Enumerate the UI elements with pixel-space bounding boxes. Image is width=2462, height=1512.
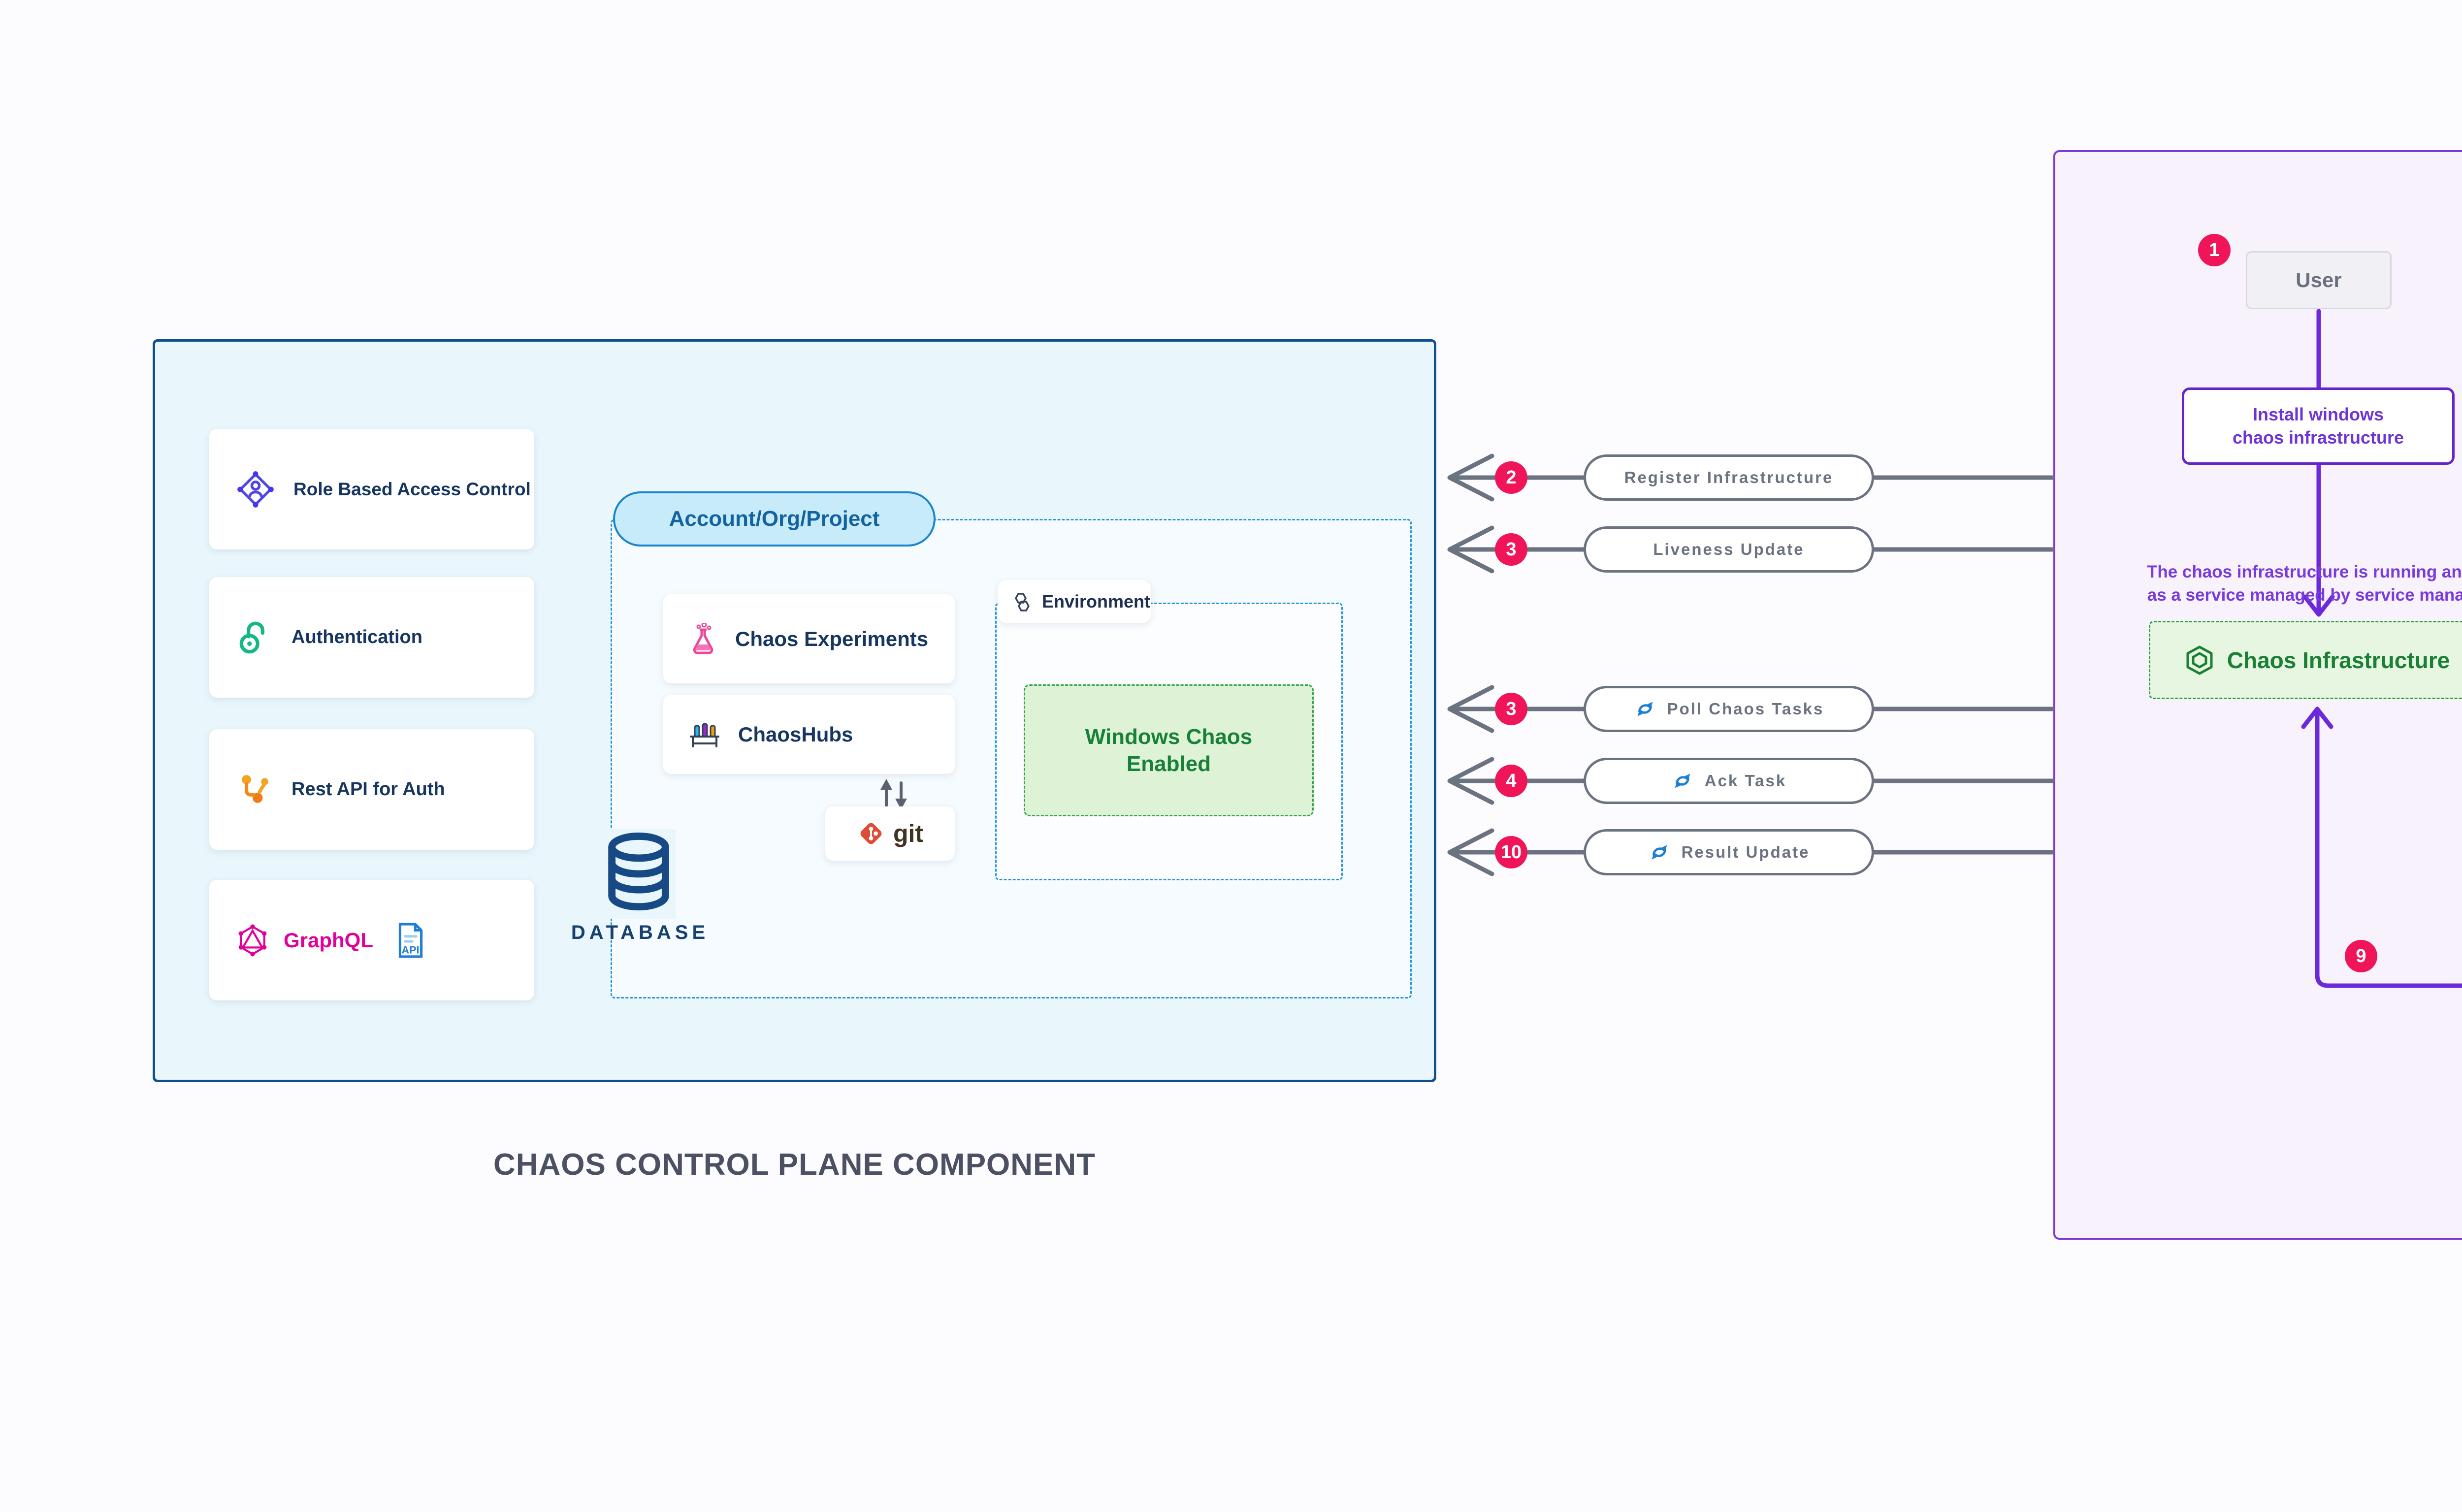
note-line: The chaos infrastructure is running and … [2146,562,2462,581]
step-badge-3b: 3 [1495,693,1527,725]
rbac-icon [236,470,275,509]
install-infra-box: Install windows chaos infrastructure [2182,387,2455,465]
environment-tab: Environment [998,580,1151,623]
step-badge-9: 9 [2345,940,2377,972]
step-badge-number: 10 [1500,841,1522,863]
chaoshubs-rack-icon [688,720,721,749]
rest-api-icon [236,772,273,808]
graphql-icon [236,924,269,957]
flow-label: Result Update [1681,843,1810,861]
step-badge-number: 3 [1506,698,1517,719]
rbac-label: Role Based Access Control [293,479,531,499]
git-icon [857,819,885,848]
git-label: git [893,820,924,847]
windows-chaos-line1: Windows Chaos [1085,725,1253,749]
control-plane-title: CHAOS CONTROL PLANE COMPONENT [493,1148,1096,1182]
flow-pill-register-infrastructure: Register Infrastructure [1584,454,1874,501]
step-badge-2: 2 [1495,461,1527,494]
flow-pill-poll-chaos-tasks: Poll Chaos Tasks [1584,686,1874,732]
step-badge-4: 4 [1495,765,1527,797]
flow-label: Liveness Update [1653,540,1805,558]
chaos-experiments-card: Chaos Experiments [663,594,955,683]
sync-icon [1671,770,1694,792]
windows-chaos-line2: Enabled [1126,752,1211,776]
step-badge-number: 4 [1506,770,1517,791]
auth-lock-icon [236,619,273,656]
flow-pill-ack-task: Ack Task [1584,758,1874,804]
step-badge-1: 1 [2198,234,2231,266]
api-doc-icon: API [395,922,425,959]
account-org-project-pill: Account/Org/Project [613,491,936,547]
rest-api-card: Rest API for Auth [209,729,534,850]
authentication-card: Authentication [209,577,534,698]
chaoshubs-label: ChaosHubs [738,722,853,746]
user-label: User [2296,268,2342,291]
chaos-flask-icon [688,622,718,655]
windows-chaos-enabled-box: Windows Chaos Enabled [1024,684,1314,816]
install-line: chaos infrastructure [2232,427,2404,448]
sync-icon [1634,698,1656,720]
flow-label: Ack Task [1704,772,1787,790]
database-label: DATABASE [571,922,710,943]
sync-icon [1648,841,1671,864]
flow-pill-liveness-update: Liveness Update [1584,526,1874,573]
account-org-project-label: Account/Org/Project [669,507,880,531]
svg-text:API: API [402,943,420,956]
step-badge-3a: 3 [1495,533,1527,566]
step-badge-number: 9 [2356,945,2366,966]
flow-label: Poll Chaos Tasks [1667,700,1824,718]
step-badge-number: 2 [1506,467,1517,488]
step-badge-number: 1 [2209,239,2220,260]
flow-pill-result-update: Result Update [1584,829,1874,875]
environment-label: Environment [1042,591,1151,611]
execution-plane-title: CHAOS EXECUTION PLANE COMPONENT [2053,1319,2462,1353]
rest-api-label: Rest API for Auth [292,779,445,800]
chaoshubs-card: ChaosHubs [663,695,955,774]
user-box: User [2246,251,2392,309]
gray-flow-lines [1447,453,2055,876]
authentication-label: Authentication [292,627,422,647]
note-line: as a service managed by service manager [2147,585,2462,605]
chaos-experiments-label: Chaos Experiments [735,627,929,650]
environment-hex-icon [1010,591,1032,612]
chaos-infrastructure-box: Chaos Infrastructure [2149,621,2462,699]
step-badge-10: 10 [1495,836,1527,869]
step-badge-number: 3 [1506,539,1517,560]
flow-label: Register Infrastructure [1624,468,1834,486]
chaos-infra-hex-icon [2186,645,2213,676]
note-infrastructure-running: The chaos infrastructure is running and … [2132,560,2462,607]
chaos-infrastructure-label: Chaos Infrastructure [2227,647,2450,673]
database-icon [602,829,676,919]
graphql-card: GraphQL API [209,880,534,1000]
purple-flow-lines [2301,309,2462,988]
rbac-card: Role Based Access Control [209,429,534,549]
git-card: git [825,806,955,861]
graphql-label: GraphQL [284,928,374,952]
install-line: Install windows [2252,404,2384,424]
